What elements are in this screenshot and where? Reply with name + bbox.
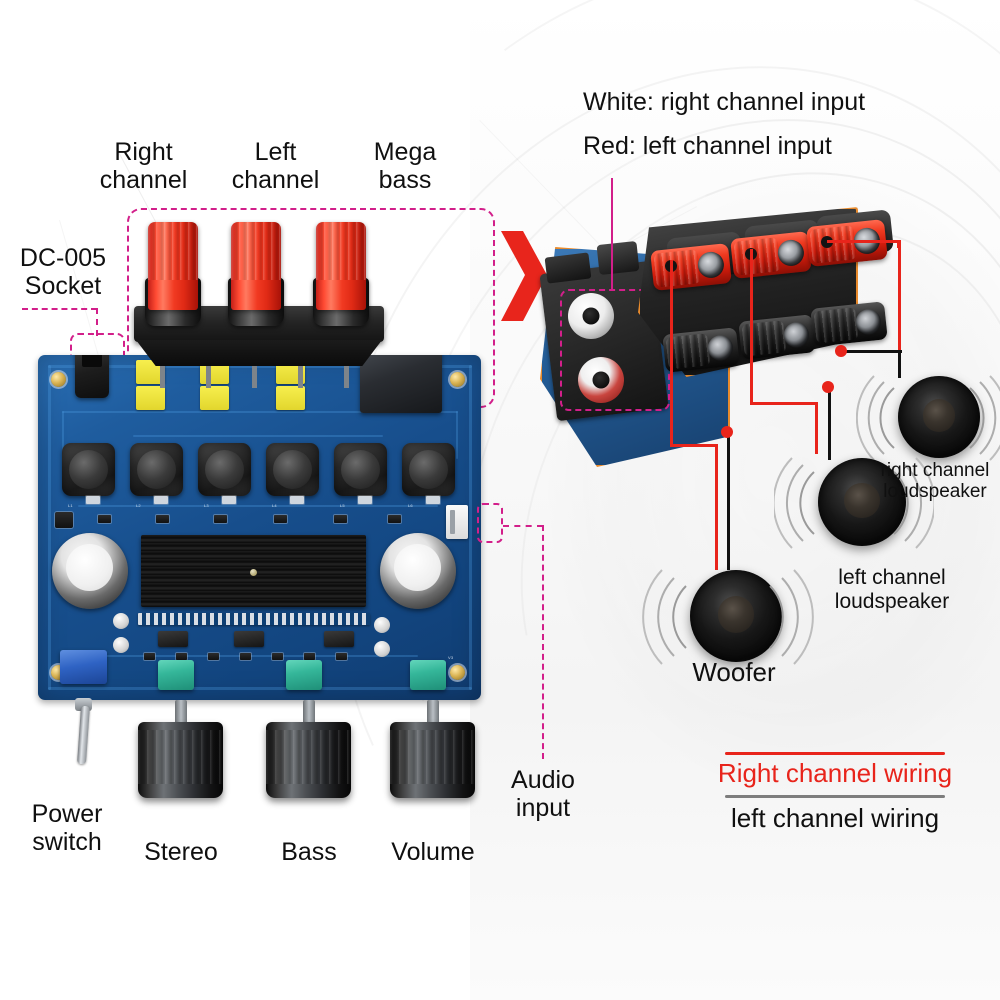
wire-terminal-dot-black-left — [822, 381, 834, 393]
legend-line-left — [725, 795, 945, 798]
red-post-left-channel[interactable] — [231, 222, 281, 310]
terminal-module-detail — [539, 205, 940, 505]
rca-jack-white-right-input[interactable] — [568, 293, 614, 339]
label-right-loudspeaker: right channel loudspeaker — [880, 460, 990, 503]
trimmer-potentiometer[interactable] — [60, 650, 107, 684]
label-left-loudspeaker: left channel loudspeaker — [834, 566, 950, 613]
wire-red-woofer-v2 — [715, 444, 718, 570]
loudspeaker-woofer — [690, 570, 782, 662]
callout-box-audio-input — [477, 503, 503, 543]
label-bass: Bass — [281, 838, 337, 866]
potentiometer-volume[interactable] — [410, 660, 446, 690]
red-post-right-channel[interactable] — [148, 222, 198, 310]
electrolytic-capacitor-left — [52, 533, 128, 609]
wire-red-left-channel-v1 — [750, 249, 753, 404]
callout-leader-dc-socket-h — [22, 308, 97, 310]
callout-leader-audio-h — [503, 525, 543, 527]
knob-volume[interactable] — [390, 722, 475, 798]
legend-label-right-wiring: Right channel wiring — [717, 758, 953, 788]
wire-red-woofer-h1 — [670, 444, 718, 447]
power-switch-lever[interactable] — [76, 705, 91, 765]
wire-terminal-dot-black-woofer — [721, 426, 733, 438]
wire-black-right-channel-h1 — [898, 352, 901, 378]
potentiometer-bass[interactable] — [286, 660, 322, 690]
audio-jack-3-5mm — [360, 355, 442, 413]
terminal-red-right[interactable] — [806, 219, 888, 267]
terminal-black-woofer[interactable] — [662, 327, 740, 373]
legend-label-left-wiring: left channel wiring — [730, 803, 940, 833]
potentiometer-stereo[interactable] — [158, 660, 194, 690]
terminal-red-left[interactable] — [730, 231, 812, 279]
wire-terminal-dot-black-right — [835, 345, 847, 357]
wiring-legend: Right channel wiring left channel wiring — [690, 752, 980, 834]
knob-bass[interactable] — [266, 722, 351, 798]
label-volume: Volume — [391, 838, 475, 866]
label-mega-bass: Mega bass — [373, 138, 437, 194]
callout-leader-dc-socket-v — [96, 308, 98, 336]
pin-header-row — [138, 613, 370, 625]
wire-red-right-channel-h1 — [827, 240, 901, 243]
callout-leader-audio-v — [542, 525, 544, 759]
label-red-left-input: Red: left channel input — [583, 132, 832, 160]
electrolytic-capacitor-right — [380, 533, 456, 609]
label-power-switch: Power switch — [31, 800, 103, 856]
wire-red-left-channel-v2 — [815, 402, 818, 454]
wire-black-right-channel-h2 — [840, 350, 902, 353]
callout-leader-rca — [611, 178, 613, 290]
terminal-red-woofer[interactable] — [650, 243, 732, 291]
wire-red-left-channel-h1 — [750, 402, 818, 405]
wire-red-right-top-lead — [897, 240, 900, 248]
label-audio-input: Audio input — [511, 766, 575, 822]
label-left-channel: Left channel — [231, 138, 320, 194]
wire-red-woofer-v1 — [670, 260, 673, 446]
knob-stereo[interactable] — [138, 722, 223, 798]
label-right-channel: Right channel — [99, 138, 188, 194]
label-dc-005-socket: DC-005 Socket — [19, 244, 107, 300]
terminal-black-right[interactable] — [810, 301, 888, 347]
label-woofer: Woofer — [692, 657, 776, 687]
wire-black-woofer-v1 — [727, 433, 730, 570]
wire-black-left-channel-v1 — [828, 388, 831, 460]
label-stereo: Stereo — [144, 838, 218, 866]
red-post-mega-bass[interactable] — [316, 222, 366, 310]
rca-jack-red-left-input[interactable] — [578, 357, 624, 403]
chevron-right-icon — [501, 231, 547, 321]
amplifier-pcb: L1 L2 L3 L4 L5 L6 V3 — [38, 355, 481, 700]
legend-line-right — [725, 752, 945, 755]
loudspeaker-left-channel — [818, 458, 906, 546]
label-white-right-input: White: right channel input — [583, 88, 866, 116]
loudspeaker-right-channel — [898, 376, 980, 458]
wire-red-right-channel-v1 — [898, 240, 901, 377]
